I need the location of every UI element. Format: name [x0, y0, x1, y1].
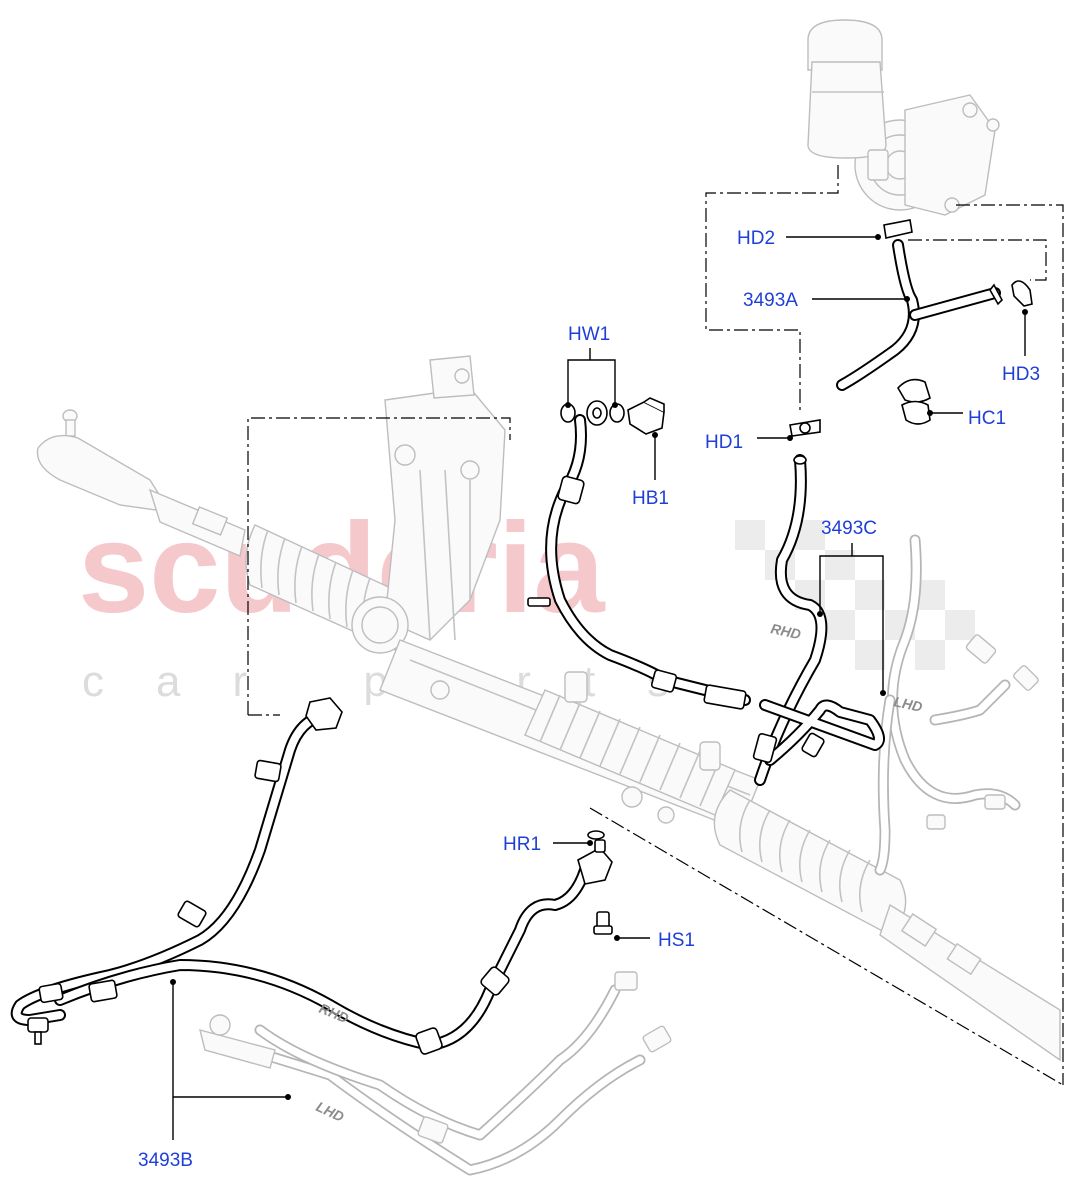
callout-hr1: HR1: [503, 834, 541, 855]
bolt-hs1: [593, 911, 613, 935]
hose-tags: RHD LHD RHD LHD: [314, 620, 924, 1125]
callout-hd3: HD3: [1002, 364, 1040, 385]
banjo-bolt-hb1: [627, 397, 665, 435]
valve-housing: [351, 355, 506, 654]
tag-rhd-lower: RHD: [317, 1000, 351, 1026]
tie-rod-end-left: [36, 409, 246, 557]
watermark-flag-icon: [735, 520, 975, 670]
tag-rhd-upper: RHD: [769, 620, 802, 642]
assembly-boundaries: [247, 165, 1064, 1086]
rack-tube: [379, 639, 761, 831]
callout-hd2: HD2: [737, 228, 775, 249]
supply-hose-3493a: [836, 219, 1033, 391]
callout-3493b: 3493B: [138, 1150, 193, 1171]
callout-3493c: 3493C: [821, 518, 877, 539]
tag-lhd-upper: LHD: [892, 693, 923, 715]
return-hose-3493c: [752, 454, 885, 786]
lhd-hose-lower-ghost: [199, 971, 672, 1176]
tie-rod-right: [879, 903, 1061, 1062]
callout-hw1: HW1: [568, 324, 610, 345]
washer-hr1: [587, 830, 605, 840]
leader-lines: [170, 234, 1028, 1140]
tag-lhd-lower: LHD: [314, 1098, 347, 1125]
pressure-hose-3493b: [10, 697, 613, 1055]
callout-hs1: HS1: [658, 930, 695, 951]
clip-hc1: [897, 378, 931, 425]
callout-hd1: HD1: [705, 432, 743, 453]
pressure-hose-upper: [527, 397, 751, 710]
lhd-hose-upper-ghost: [874, 534, 1039, 876]
callout-hc1: HC1: [968, 408, 1006, 429]
steering-rack-ghost: [36, 355, 1061, 1062]
pump-reservoir: [807, 19, 1000, 216]
reservoir: [807, 19, 889, 181]
callout-hb1: HB1: [632, 488, 669, 509]
clamp-hd1: [789, 419, 821, 437]
callout-3493a: 3493A: [743, 290, 798, 311]
callout-labels: HD2 3493A HD3 HC1 HD1 HW1 HB1 3493C HR1 …: [138, 228, 1040, 1171]
